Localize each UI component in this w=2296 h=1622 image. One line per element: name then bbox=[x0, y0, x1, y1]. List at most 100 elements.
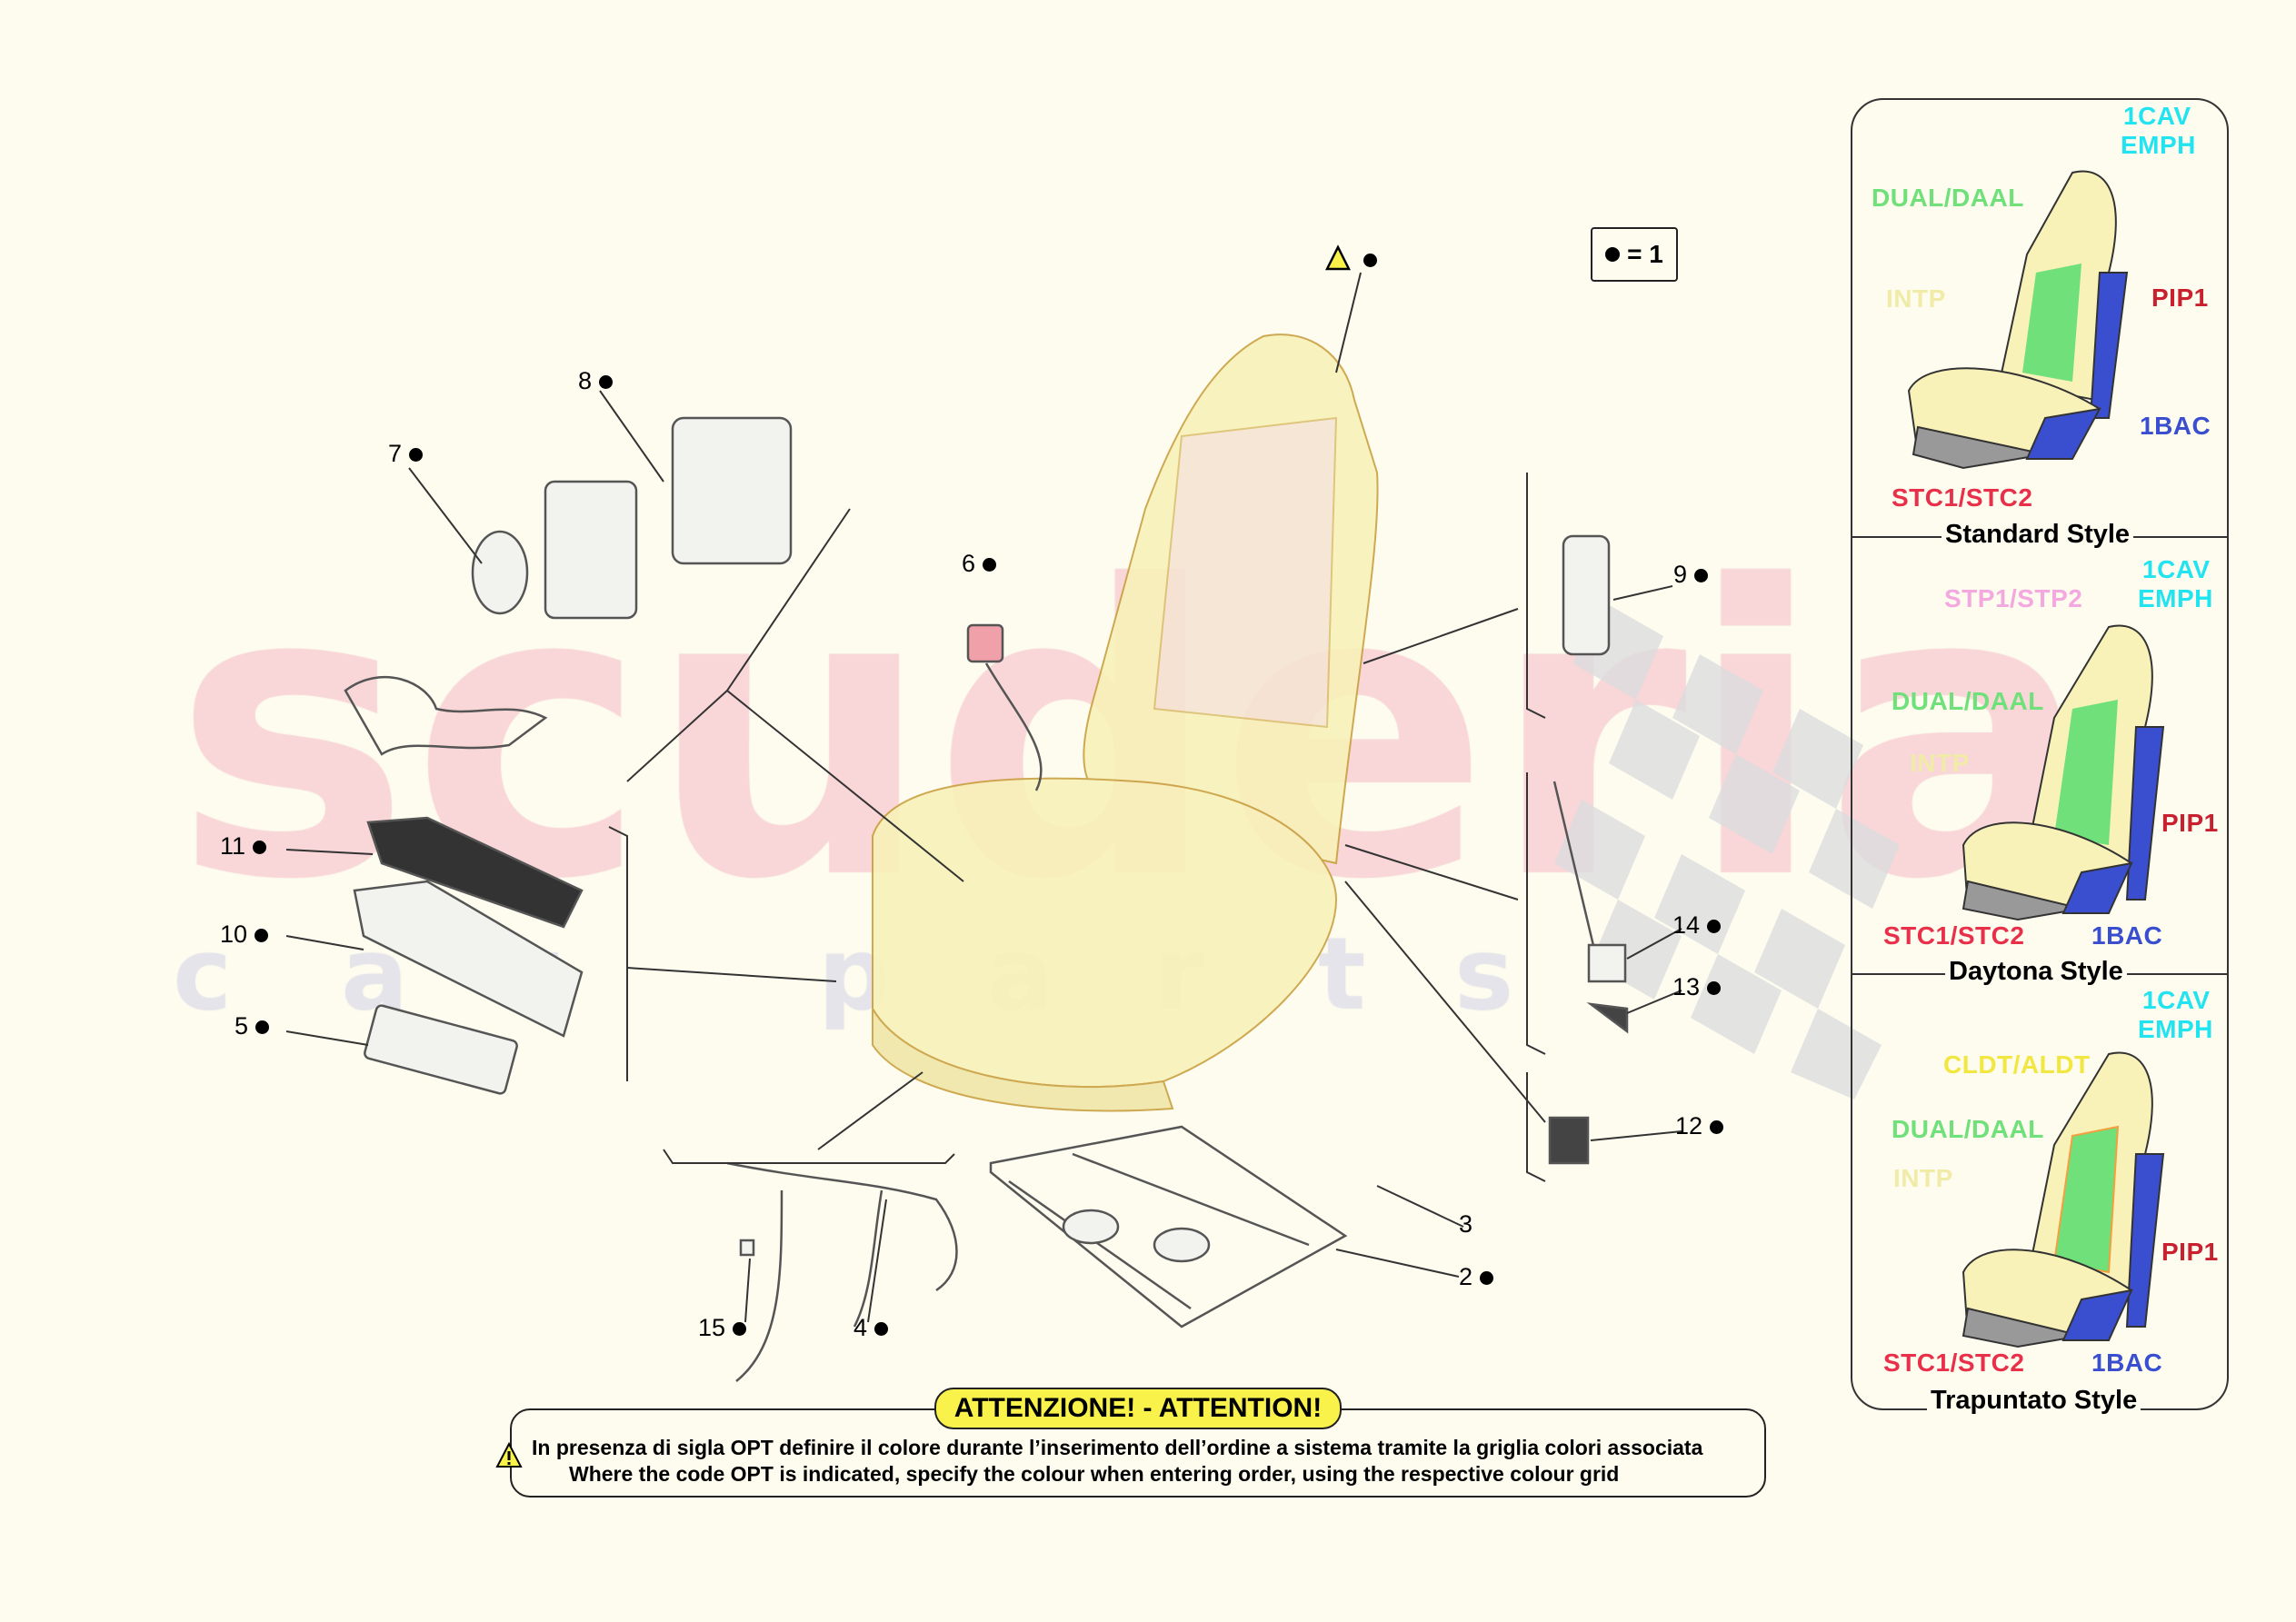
part-8-backplate bbox=[671, 416, 793, 565]
quantity-dot-icon bbox=[599, 375, 614, 390]
part-5-ecu bbox=[364, 1004, 518, 1095]
callout-11[interactable]: 11 bbox=[220, 832, 267, 861]
label-cav: 1CAV bbox=[2142, 555, 2211, 583]
part-10-cushion-frame bbox=[353, 880, 584, 1038]
label-stp: STP1/STP2 bbox=[1944, 584, 2083, 612]
callout-6[interactable]: 6 bbox=[962, 550, 997, 578]
part-15-connector bbox=[739, 1239, 755, 1257]
style-title-standard: Standard Style bbox=[1942, 520, 2134, 550]
callout-10[interactable]: 10 bbox=[220, 920, 269, 949]
quantity-dot-icon bbox=[255, 929, 269, 943]
label-bac: 1BAC bbox=[2091, 1348, 2163, 1377]
callout-number: 5 bbox=[235, 1012, 249, 1040]
callout-number: 4 bbox=[854, 1314, 868, 1341]
quantity-dot-icon bbox=[253, 841, 267, 855]
leader-lines bbox=[285, 272, 1682, 1323]
warning-icon bbox=[495, 1442, 523, 1468]
label-cav: 1CAV bbox=[2142, 986, 2211, 1014]
label-stc: STC1/STC2 bbox=[1883, 921, 2025, 950]
trapuntato-seat bbox=[1962, 1051, 2165, 1348]
part-9-motor bbox=[1562, 534, 1611, 656]
attention-title: ATTENZIONE! - ATTENTION! bbox=[934, 1388, 1342, 1429]
part-7-lumbar bbox=[544, 480, 638, 620]
quantity-dot-icon bbox=[1694, 569, 1709, 583]
callout-number: 2 bbox=[1459, 1263, 1473, 1290]
part-13-lever bbox=[1586, 1002, 1629, 1034]
callout-3[interactable]: 3 bbox=[1459, 1210, 1472, 1239]
label-stc: STC1/STC2 bbox=[1883, 1348, 2025, 1377]
label-dual: DUAL/DAAL bbox=[1892, 687, 2044, 715]
part-14-bracket bbox=[1587, 943, 1627, 983]
callout-2[interactable]: 2 bbox=[1459, 1263, 1494, 1291]
label-dual: DUAL/DAAL bbox=[1872, 184, 2024, 212]
part-2-seat-rails bbox=[989, 1125, 1348, 1328]
label-pip: PIP1 bbox=[2151, 284, 2209, 312]
callout-number: 10 bbox=[220, 920, 248, 948]
checkered-flag-watermark bbox=[1554, 600, 1900, 1100]
label-pip: PIP1 bbox=[2161, 809, 2219, 837]
label-bac: 1BAC bbox=[2091, 921, 2163, 950]
quantity-legend: = 1 bbox=[1591, 227, 1678, 282]
callout-13[interactable]: 13 bbox=[1672, 973, 1722, 1001]
callout-number: 11 bbox=[220, 832, 246, 860]
callout-number: 12 bbox=[1675, 1112, 1703, 1139]
warning-triangle-icon bbox=[1324, 244, 1352, 271]
daytona-seat bbox=[1962, 624, 2165, 921]
main-seat bbox=[872, 333, 1379, 1112]
label-intp: INTP bbox=[1893, 1164, 1953, 1192]
label-intp: INTP bbox=[1886, 284, 1946, 313]
quantity-dot-icon bbox=[1707, 981, 1722, 996]
part-12-switch bbox=[1548, 1116, 1590, 1165]
callout-14[interactable]: 14 bbox=[1672, 911, 1722, 940]
label-intp: INTP bbox=[1910, 749, 1970, 777]
part-4-wiring bbox=[726, 1161, 958, 1382]
legend-text: = 1 bbox=[1627, 240, 1663, 268]
callout-5[interactable]: 5 bbox=[235, 1012, 270, 1040]
label-bac: 1BAC bbox=[2140, 412, 2211, 440]
label-emph: EMPH bbox=[2138, 1015, 2213, 1043]
label-cldt: CLDT/ALDT bbox=[1943, 1050, 2091, 1079]
callout-number: 13 bbox=[1672, 973, 1701, 1000]
label-dual: DUAL/DAAL bbox=[1892, 1115, 2044, 1143]
style-title-daytona: Daytona Style bbox=[1945, 957, 2127, 987]
label-emph: EMPH bbox=[2121, 131, 2196, 159]
style-title-trapuntato: Trapuntato Style bbox=[1927, 1386, 2141, 1416]
callout-number: 3 bbox=[1459, 1210, 1473, 1238]
callout-8[interactable]: 8 bbox=[578, 367, 614, 395]
quantity-dot-icon bbox=[409, 448, 424, 463]
quantity-dot-icon bbox=[1363, 254, 1377, 268]
label-pip: PIP1 bbox=[2161, 1238, 2219, 1266]
quantity-dot-icon bbox=[983, 558, 997, 572]
callout-9[interactable]: 9 bbox=[1673, 561, 1709, 589]
callout-number: 8 bbox=[578, 367, 593, 394]
parts bbox=[344, 244, 1629, 1382]
part-11-heater bbox=[366, 816, 584, 929]
part-7-harness bbox=[344, 675, 548, 756]
callout-number: 9 bbox=[1673, 561, 1688, 588]
quantity-dot-icon bbox=[1605, 247, 1621, 262]
label-emph: EMPH bbox=[2138, 584, 2213, 612]
quantity-dot-icon bbox=[1710, 1120, 1724, 1135]
standard-seat bbox=[1907, 170, 2129, 470]
callout-4[interactable]: 4 bbox=[854, 1314, 889, 1342]
quantity-dot-icon bbox=[255, 1020, 270, 1035]
callout-warning bbox=[1356, 245, 1377, 274]
attention-text-english: Where the code OPT is indicated, specify… bbox=[569, 1462, 1620, 1486]
callout-number: 15 bbox=[698, 1314, 726, 1341]
quantity-dot-icon bbox=[1480, 1271, 1494, 1286]
callout-number: 6 bbox=[962, 550, 976, 577]
callout-number: 14 bbox=[1672, 911, 1701, 939]
part-14-rod bbox=[1552, 781, 1602, 973]
callout-15[interactable]: 15 bbox=[698, 1314, 747, 1342]
callout-12[interactable]: 12 bbox=[1675, 1112, 1724, 1140]
label-stc: STC1/STC2 bbox=[1892, 483, 2033, 512]
quantity-dot-icon bbox=[733, 1322, 747, 1337]
quantity-dot-icon bbox=[1707, 920, 1722, 934]
style-seat-illustrations bbox=[1907, 170, 2165, 1348]
callout-number: 7 bbox=[388, 440, 403, 467]
callout-7[interactable]: 7 bbox=[388, 440, 424, 468]
label-cav: 1CAV bbox=[2123, 102, 2191, 130]
quantity-dot-icon bbox=[874, 1322, 889, 1337]
part-6-buckle bbox=[966, 623, 1004, 663]
